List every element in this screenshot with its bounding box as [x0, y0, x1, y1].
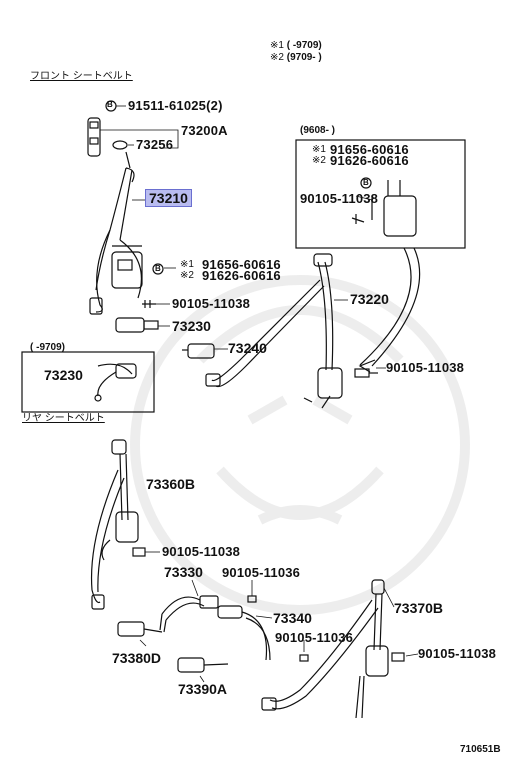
part-73360b[interactable]: 73360B [146, 476, 196, 492]
part-91511-61025[interactable]: 91511-61025(2) [128, 98, 223, 113]
front-belt-assembly [87, 117, 156, 315]
part-73220[interactable]: 73220 [350, 291, 389, 307]
front-outer-belt-73220 [205, 253, 378, 409]
part-90105-11038-rear-2[interactable]: 90105-11038 [418, 646, 497, 661]
inset-part-73230[interactable]: 73230 [44, 367, 83, 383]
part-73340[interactable]: 73340 [273, 610, 312, 626]
rear-belt-73370b [261, 579, 405, 719]
part-73230[interactable]: 73230 [172, 318, 211, 334]
legend-line-2: ※2 (9709- ) [270, 52, 322, 63]
part-90105-11038-outer[interactable]: 90105-11038 [386, 360, 465, 375]
marker-1: ※1 [180, 259, 194, 270]
inset-bolt-marker: B [363, 178, 369, 187]
legend-line-1: ※1 ( -9709) [270, 40, 322, 51]
inset-part-91626-60616[interactable]: 91626-60616 [330, 153, 409, 168]
buckle-73390a [177, 657, 229, 673]
rear-section-title: リヤ シートベルト [22, 413, 105, 424]
marker-2: ※2 [180, 270, 194, 281]
watermark-emblem [130, 275, 470, 615]
inset-right-title: (9608- ) [300, 125, 336, 136]
inset-right-box [295, 139, 466, 373]
buckle-73380d [117, 621, 163, 637]
part-73370b[interactable]: 73370B [394, 600, 444, 616]
rear-belt-73360b [90, 439, 146, 610]
inset-marker-1: ※1 [312, 144, 326, 155]
inset-part-91656-60616[interactable]: 91656-60616 [330, 142, 409, 157]
part-73380d[interactable]: 73380D [112, 650, 162, 666]
bolt-marker-b-2: B [155, 264, 161, 273]
buckle-73230 [115, 317, 159, 333]
buckle-73240 [182, 343, 215, 359]
part-90105-11036-b[interactable]: 90105-11036 [275, 630, 354, 645]
part-91656-60616[interactable]: 91656-60616 [202, 257, 281, 272]
part-73210-highlighted[interactable]: 73210 [145, 189, 192, 207]
part-90105-11038-rear[interactable]: 90105-11038 [162, 544, 241, 559]
inset-left-box [21, 351, 155, 413]
inset-part-90105-11038[interactable]: 90105-11038 [300, 191, 379, 206]
inset-left-title: ( -9709) [30, 342, 66, 353]
part-73200a[interactable]: 73200A [181, 123, 228, 138]
part-73256[interactable]: 73256 [136, 137, 174, 152]
front-section-title: フロント シートベルト [30, 71, 133, 82]
part-91626-60616[interactable]: 91626-60616 [202, 268, 281, 283]
part-73330[interactable]: 73330 [164, 564, 203, 580]
part-90105-11036-a[interactable]: 90105-11036 [222, 565, 301, 580]
inset-marker-2: ※2 [312, 155, 326, 166]
part-73240[interactable]: 73240 [228, 340, 267, 356]
belt-73330 [159, 595, 219, 633]
part-73390a[interactable]: 73390A [178, 681, 228, 697]
figure-code: 710651B [460, 744, 501, 755]
leader-lines [100, 105, 419, 683]
bolt-marker-b: B [107, 100, 113, 109]
part-90105-11038-front[interactable]: 90105-11038 [172, 296, 251, 311]
